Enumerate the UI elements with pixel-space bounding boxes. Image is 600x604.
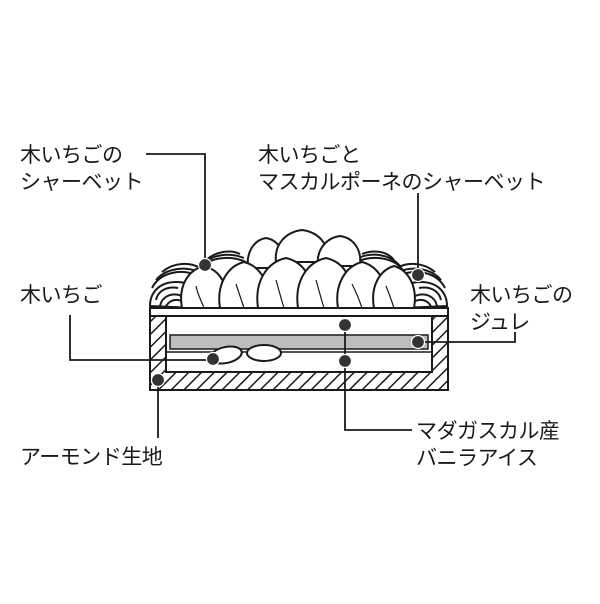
top-rim <box>149 307 449 317</box>
dot-wild-strawberry <box>205 351 221 367</box>
label-jelly-line2: ジュレ <box>470 310 530 334</box>
label-wild-strawberry: 木いちご <box>20 282 103 309</box>
label-wild-strawberry-sherbet-line1: 木いちごの <box>20 143 123 167</box>
strawberry-piece-2 <box>246 344 282 362</box>
label-mascarpone-sherbet-line1: 木いちごと <box>258 143 361 167</box>
label-wild-strawberry-sherbet: 木いちごの シャーベット <box>20 142 144 196</box>
label-almond-base-line1: アーモンド生地 <box>20 445 163 469</box>
label-wild-strawberry-sherbet-line2: シャーベット <box>20 170 144 194</box>
label-mascarpone-sherbet: 木いちごと マスカルポーネのシャーベット <box>258 142 546 196</box>
label-vanilla-ice-line2: バニラアイス <box>416 446 538 470</box>
label-wild-strawberry-line1: 木いちご <box>20 283 103 307</box>
dot-vanilla-upper <box>337 317 353 333</box>
leader-wild-strawberry-sherbet <box>146 153 206 265</box>
dot-mascarpone-sherbet <box>410 267 426 283</box>
label-almond-base: アーモンド生地 <box>20 444 163 471</box>
dot-wild-strawberry-sherbet <box>197 257 213 273</box>
mound-6 <box>372 264 416 309</box>
label-vanilla-ice: マダガスカル産 バニラアイス <box>416 418 560 472</box>
label-vanilla-ice-line1: マダガスカル産 <box>416 419 560 443</box>
leader-wild-strawberry <box>69 315 213 361</box>
dot-jelly <box>410 334 426 350</box>
label-wild-strawberry-jelly: 木いちごの ジュレ <box>470 282 573 336</box>
dot-almond-base <box>150 372 166 388</box>
leader-lines <box>69 153 516 438</box>
almond-base-container <box>149 307 449 391</box>
marker-dots <box>150 257 426 388</box>
leader-jelly <box>418 332 516 343</box>
dot-vanilla-lower <box>337 353 353 369</box>
jelly-band <box>169 334 429 350</box>
label-jelly-line1: 木いちごの <box>470 283 573 307</box>
label-mascarpone-sherbet-line2: マスカルポーネのシャーベット <box>258 170 546 194</box>
mascarpone-sherbet-mounds <box>180 228 416 309</box>
